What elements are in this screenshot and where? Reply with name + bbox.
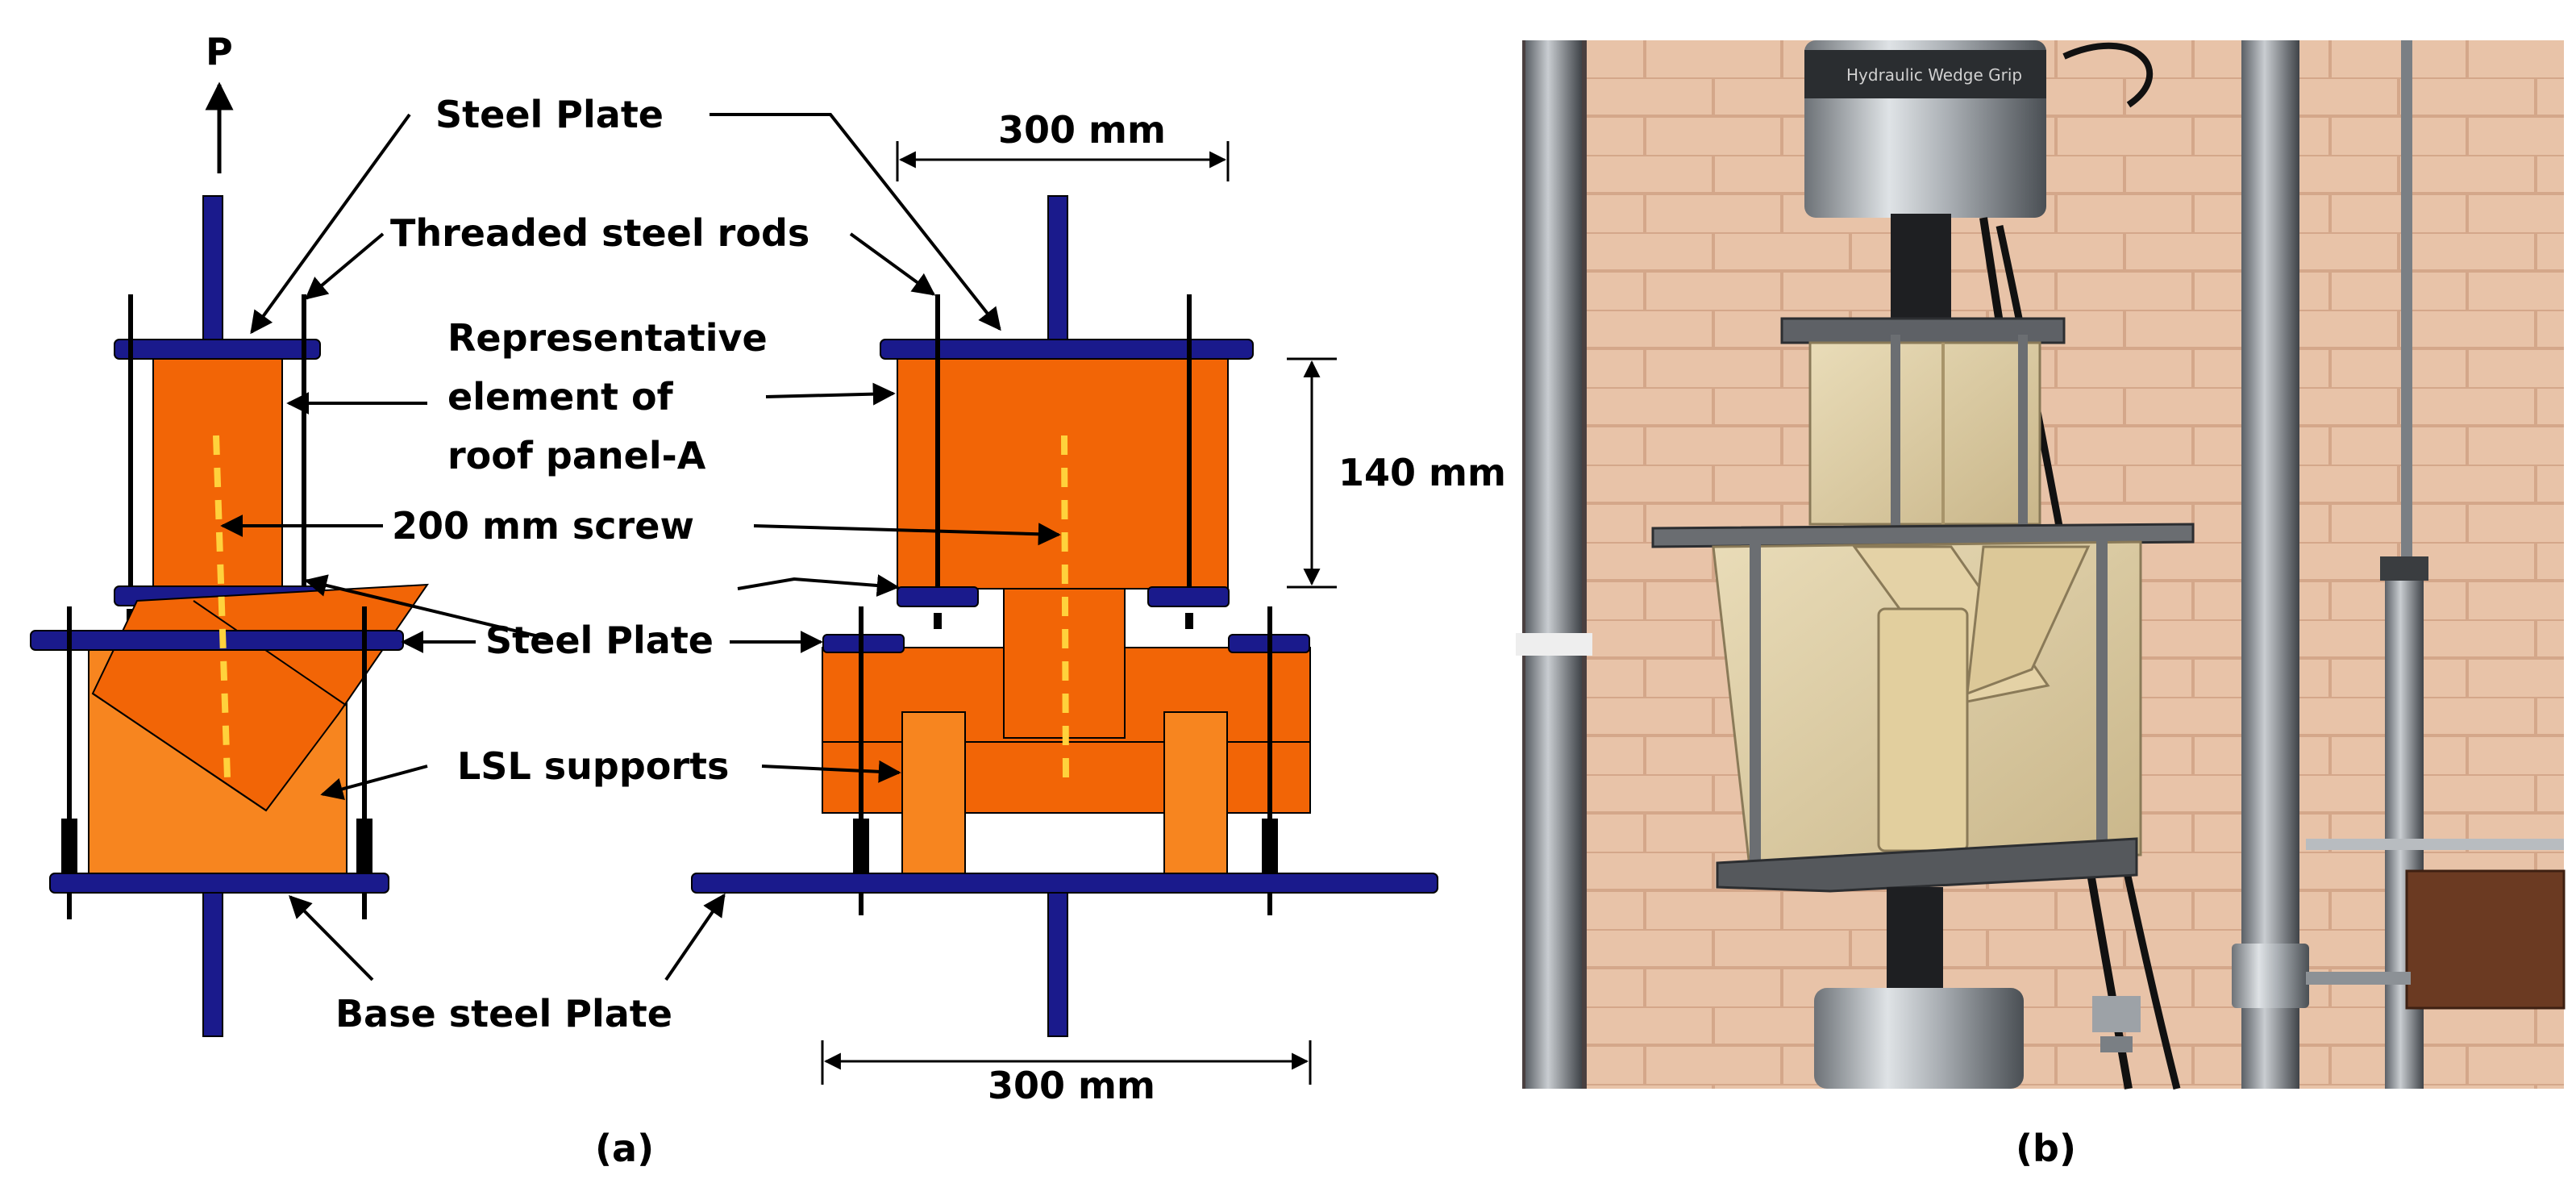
bottom-hydraulic-grip	[1814, 988, 2024, 1089]
caption-a: (a)	[595, 1127, 654, 1170]
left-specimen-drawing	[30, 195, 429, 1037]
middle-steel-plate-long	[30, 630, 404, 651]
grip-label: Hydraulic Wedge Grip	[1846, 65, 2022, 85]
label-representative-2: element of	[447, 375, 674, 419]
label-load: P	[206, 30, 233, 73]
test-setup-photo: Hydraulic Wedge Grip	[1516, 40, 2566, 1090]
label-dim-top: 300 mm	[998, 108, 1166, 152]
leader-lines	[205, 81, 1061, 981]
base-steel-plate-right	[691, 873, 1438, 894]
upper-pad-left	[897, 586, 979, 607]
label-steel-plate-mid: Steel Plate	[485, 619, 714, 662]
photo-upper-wood	[1808, 341, 2041, 526]
label-screw: 200 mm screw	[392, 504, 694, 548]
frame-pole-right	[2241, 40, 2299, 1089]
center-rod-right-top	[1047, 195, 1068, 346]
center-rod-top	[202, 195, 223, 346]
wooden-box	[2405, 869, 2566, 1010]
label-lsl-supports: LSL supports	[457, 744, 729, 788]
label-threaded-rods: Threaded steel rods	[390, 211, 809, 255]
center-rod-bottom	[202, 882, 223, 1037]
actuator-rod	[2385, 565, 2424, 1089]
screw-left	[213, 435, 231, 779]
center-rod-right-bottom	[1047, 882, 1068, 1037]
label-base-plate: Base steel Plate	[335, 992, 672, 1035]
right-specimen-drawing	[691, 195, 1438, 1037]
base-steel-plate-left	[49, 873, 389, 894]
label-dim-height: 140 mm	[1338, 451, 1506, 494]
caption-b: (b)	[2016, 1127, 2076, 1170]
lsl-support-right	[1163, 711, 1228, 874]
photo-middle-plate	[1651, 523, 2195, 548]
label-representative-1: Representative	[447, 316, 768, 360]
frame-pole-left	[1525, 40, 1582, 1089]
top-steel-plate	[114, 339, 321, 360]
label-dim-bottom: 300 mm	[988, 1064, 1155, 1107]
photo-base-plate	[1716, 837, 2138, 893]
screw-right	[1061, 435, 1069, 779]
lsl-support-left	[901, 711, 966, 874]
dimension-lines	[821, 141, 1337, 1085]
label-representative-3: roof panel-A	[447, 434, 706, 477]
label-steel-plate-top: Steel Plate	[435, 93, 664, 136]
upper-pad-right	[1147, 586, 1230, 607]
